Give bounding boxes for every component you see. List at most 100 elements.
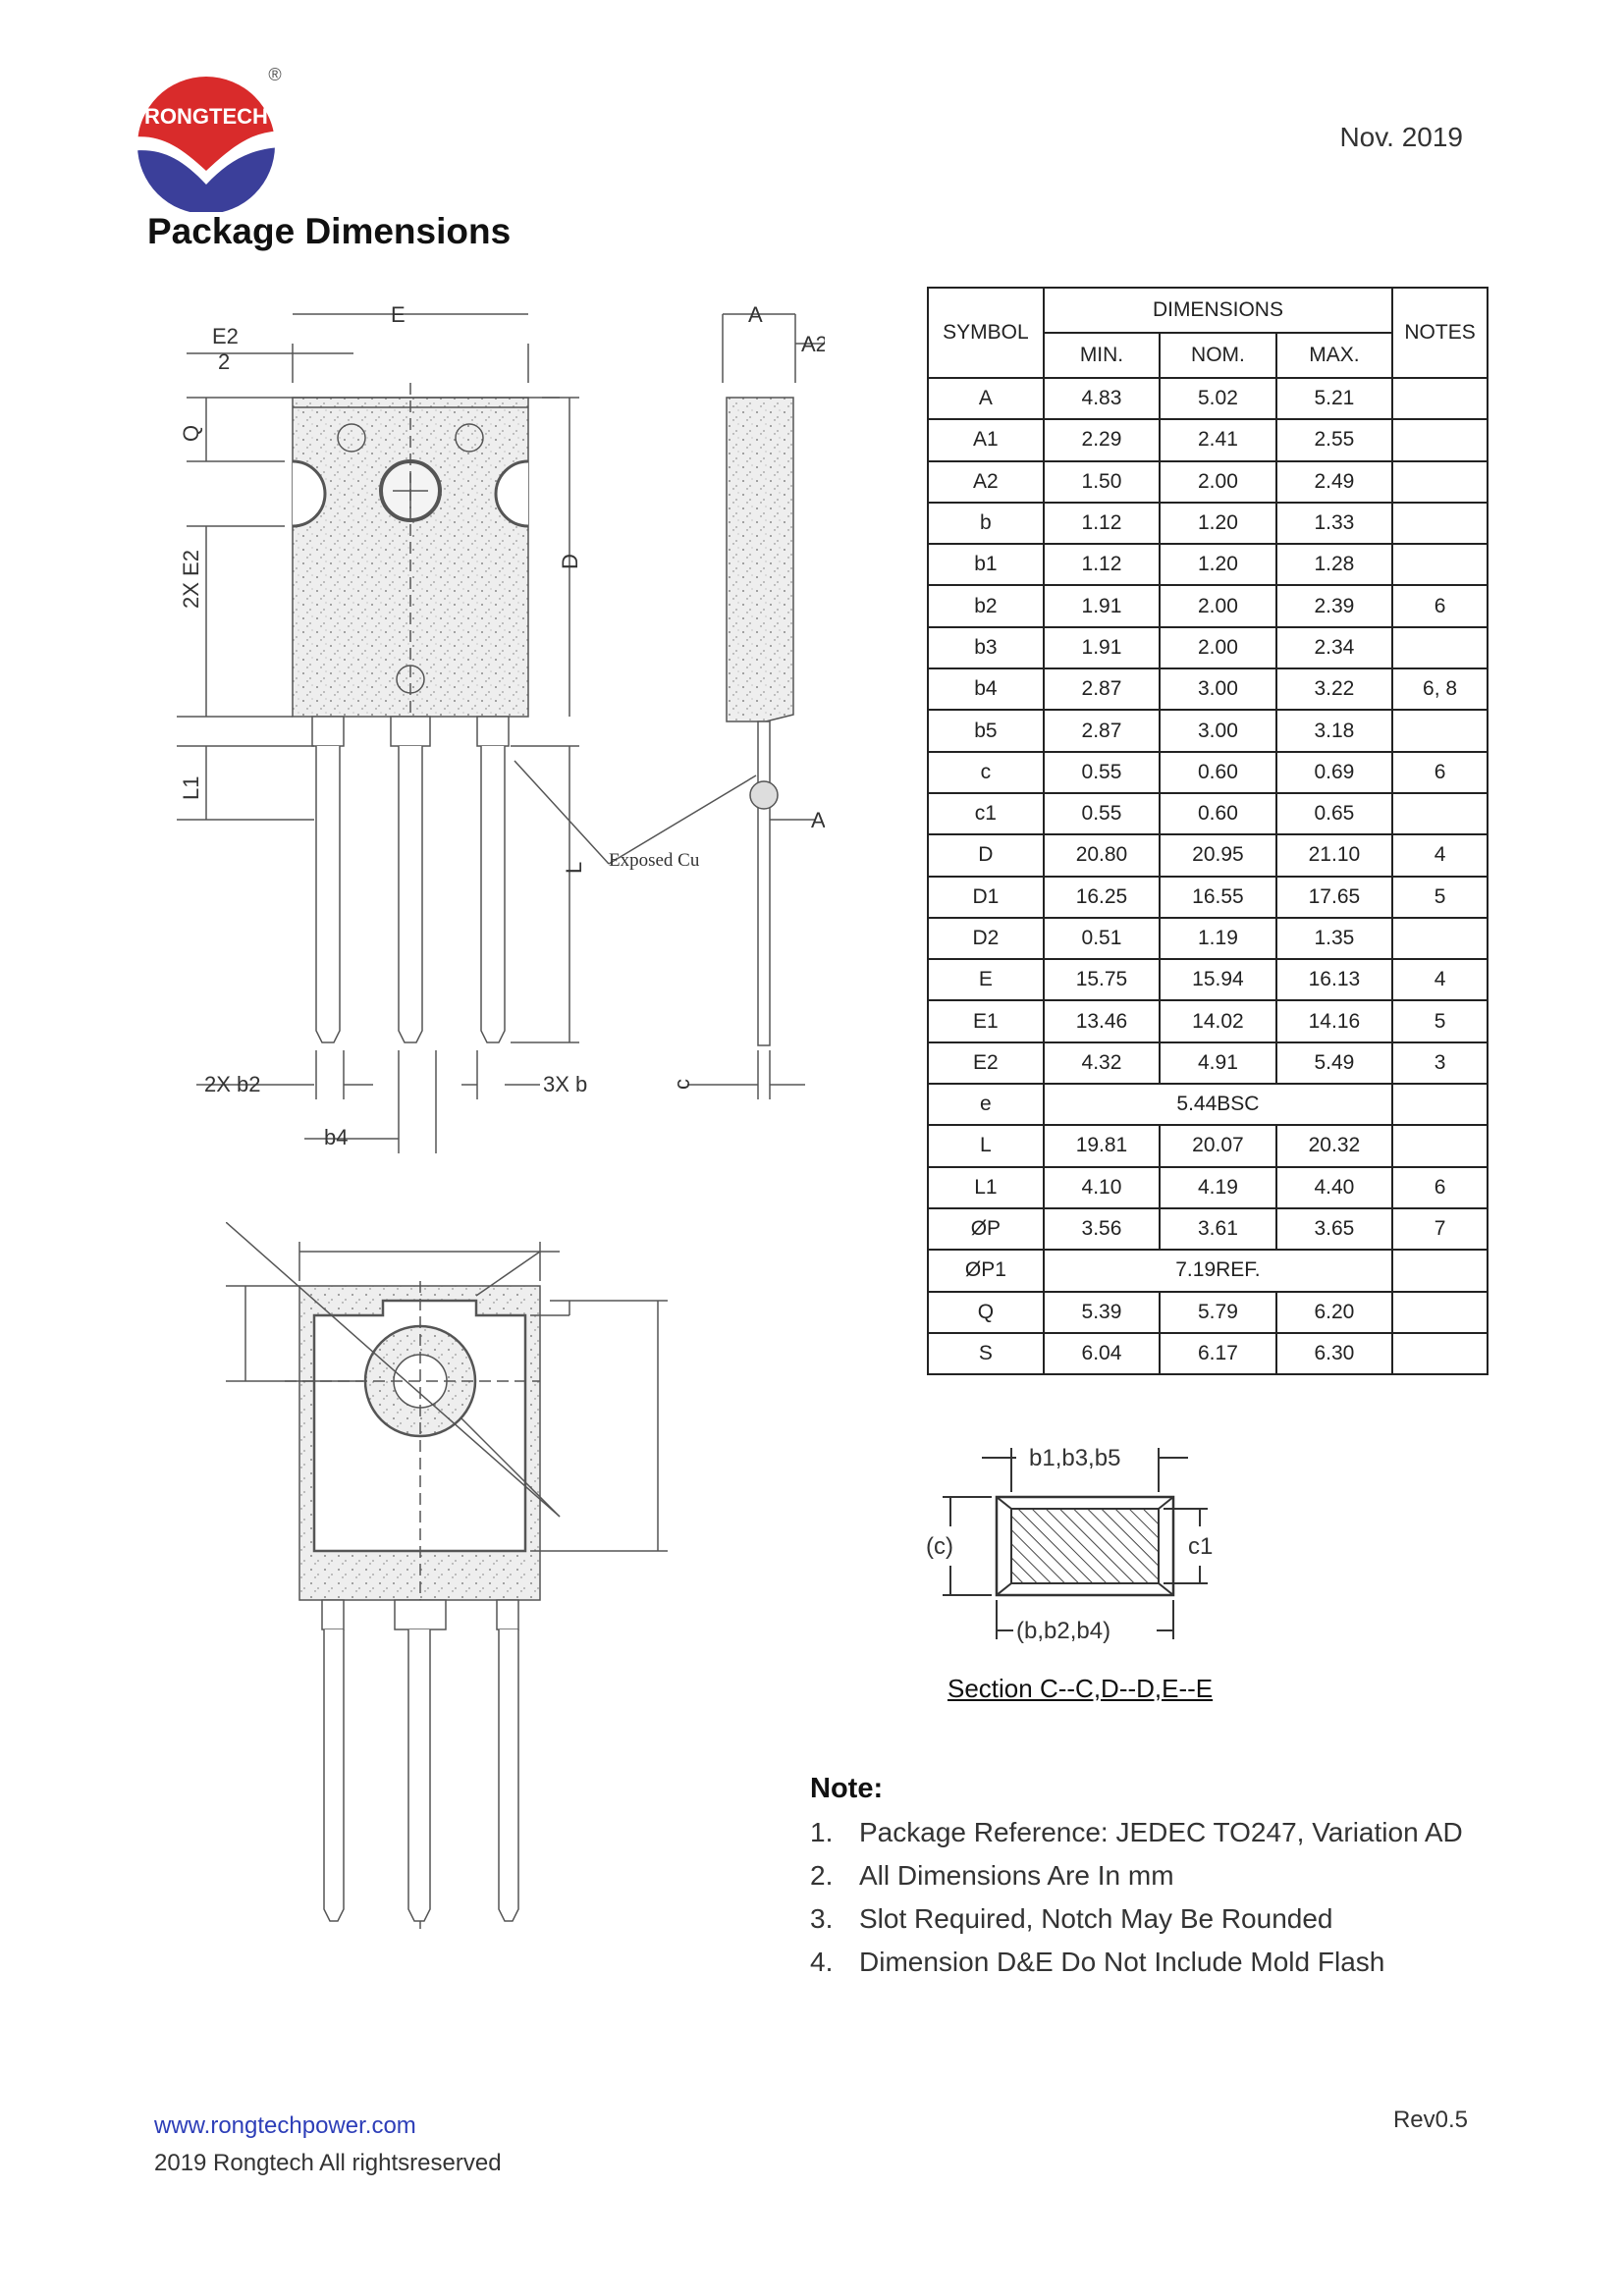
svg-text:RONGTECH: RONGTECH	[144, 104, 268, 129]
table-cell: A1	[927, 418, 1045, 462]
table-cell: 4.91	[1159, 1041, 1277, 1086]
table-cell: 1.20	[1159, 501, 1277, 546]
table-cell: c1	[927, 791, 1045, 836]
section-dim-right: c1	[1188, 1533, 1213, 1560]
table-cell: 5.39	[1042, 1290, 1162, 1334]
table-cell: 19.81	[1042, 1124, 1162, 1168]
table-cell: 20.32	[1274, 1124, 1394, 1168]
exposed-cu-label: Exposed Cu	[609, 850, 700, 871]
table-cell: 3.61	[1159, 1206, 1277, 1252]
table-cell: 0.60	[1159, 750, 1277, 794]
table-cell: 1.50	[1042, 459, 1162, 504]
table-cell: 2.55	[1274, 418, 1394, 462]
footer-website-link[interactable]: www.rongtechpower.com	[154, 2112, 416, 2139]
dimensions-table: SYMBOL DIMENSIONS NOTES MIN. NOM. MAX. A…	[927, 287, 1489, 1376]
table-cell: 4.83	[1042, 376, 1162, 421]
dim-b4: b4	[324, 1125, 348, 1149]
note-number: 3.	[810, 1903, 834, 1934]
section-dim-top: b1,b3,b5	[1029, 1445, 1120, 1471]
table-cell: E2	[927, 1041, 1045, 1086]
table-cell: 3.65	[1274, 1206, 1394, 1252]
dim-A2: A2	[801, 332, 825, 356]
table-cell: b1	[927, 543, 1045, 587]
note-text: Dimension D&E Do Not Include Mold Flash	[859, 1947, 1385, 1977]
table-cell: 2.00	[1159, 584, 1277, 628]
page-title: Package Dimensions	[147, 211, 512, 251]
dim-E: E	[391, 302, 406, 327]
table-cell: 2.29	[1042, 418, 1162, 462]
table-cell: 14.02	[1159, 999, 1277, 1043]
note-item: 1. Package Reference: JEDEC TO247, Variat…	[810, 1817, 1517, 1860]
table-cell: 20.07	[1159, 1124, 1277, 1168]
table-cell: 2.49	[1274, 459, 1394, 504]
table-cell: b5	[927, 709, 1045, 753]
table-cell: 7	[1391, 1206, 1489, 1252]
table-cell: 3.56	[1042, 1206, 1162, 1252]
note-item: 3. Slot Required, Notch May Be Rounded	[810, 1903, 1517, 1947]
table-cell: E	[927, 958, 1045, 1002]
table-cell	[1391, 459, 1489, 504]
table-cell: D2	[927, 916, 1045, 961]
table-cell: 3.18	[1274, 709, 1394, 753]
dim-L: L	[562, 862, 586, 874]
header-max: MAX.	[1274, 332, 1394, 379]
dim-A: A	[748, 302, 763, 327]
dim-E2-half-den: 2	[218, 349, 230, 374]
table-cell: 0.65	[1274, 791, 1394, 836]
table-cell: 2.00	[1159, 459, 1277, 504]
table-cell: 1.28	[1274, 543, 1394, 587]
table-cell: 1.91	[1042, 625, 1162, 670]
dim-3X-b: 3X b	[543, 1072, 587, 1096]
table-cell: 16.25	[1042, 875, 1162, 919]
table-cell: 5.79	[1159, 1290, 1277, 1334]
table-cell: 0.55	[1042, 791, 1162, 836]
table-cell: 4	[1391, 833, 1489, 878]
table-cell: 7.19REF.	[1042, 1249, 1394, 1293]
table-cell: 5.02	[1159, 376, 1277, 421]
table-cell: 15.75	[1042, 958, 1162, 1002]
table-cell: 20.95	[1159, 833, 1277, 878]
table-cell: 20.80	[1042, 833, 1162, 878]
table-cell	[1391, 625, 1489, 670]
note-item: 4.Dimension D&E Do Not Include Mold Flas…	[810, 1947, 1517, 1990]
note-text: Slot Required, Notch May Be Rounded	[859, 1903, 1333, 1934]
table-cell: 1.33	[1274, 501, 1394, 546]
table-cell	[1391, 543, 1489, 587]
revision-label: Rev0.5	[1392, 2107, 1468, 2133]
svg-text:®: ®	[268, 65, 281, 84]
table-cell: 0.51	[1042, 916, 1162, 961]
table-cell: 16.55	[1159, 875, 1277, 919]
section-dim-bottom: (b,b2,b4)	[1016, 1618, 1110, 1644]
table-cell: 2.00	[1159, 625, 1277, 670]
table-cell: Q	[927, 1290, 1045, 1334]
table-cell: D1	[927, 875, 1045, 919]
table-cell: 5.21	[1274, 376, 1394, 421]
lead-section-drawing: b1,b3,b5 (c) c1 (b,b2,b4)	[926, 1445, 1213, 1644]
table-cell: 0.69	[1274, 750, 1394, 794]
table-cell: 17.65	[1274, 875, 1394, 919]
notes-heading: Note:	[810, 1773, 884, 1804]
note-number: 2.	[810, 1860, 834, 1891]
header-notes: NOTES	[1391, 287, 1489, 379]
table-cell: 14.16	[1274, 999, 1394, 1043]
table-cell: 6.30	[1274, 1331, 1394, 1376]
note-number: 1.	[810, 1817, 834, 1847]
table-cell: 6.17	[1159, 1331, 1277, 1376]
table-cell: 6	[1391, 1165, 1489, 1209]
table-cell: 5	[1391, 999, 1489, 1043]
table-cell: A	[927, 376, 1045, 421]
table-cell: b	[927, 501, 1045, 546]
note-item: 2.All Dimensions Are In mm	[810, 1860, 1517, 1903]
note-text: Package Reference: JEDEC TO247, Variatio…	[859, 1817, 1463, 1847]
table-cell: 2.87	[1042, 667, 1162, 712]
dim-Q: Q	[179, 425, 203, 442]
table-cell: 1.12	[1042, 501, 1162, 546]
dim-E2-half-num: E2	[212, 324, 239, 348]
